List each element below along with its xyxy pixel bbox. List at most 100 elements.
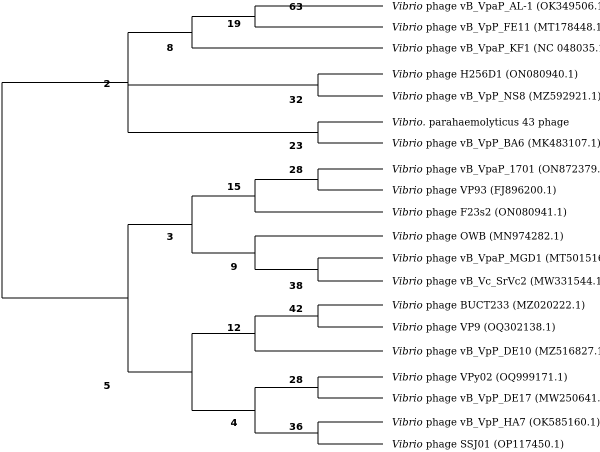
leaf-label: Vibrio phage BUCT233 (MZ020222.1) (392, 301, 585, 312)
leaf-genus: Vibrio (392, 254, 423, 265)
leaf-name: phage vB_VpaP_MGD1 (423, 254, 542, 265)
leaf-accession: (OQ999171.1) (492, 373, 567, 384)
leaf-name: phage vB_VpaP_AL-1 (423, 2, 533, 13)
leaf-accession: (OP117450.1) (490, 440, 564, 451)
leaf-accession: (MZ516827.1) (532, 347, 600, 358)
leaf-accession: (MN974282.1) (486, 232, 564, 243)
leaf-label: Vibrio phage H256D1 (ON080940.1) (392, 70, 578, 81)
leaf-genus: Vibrio (392, 347, 423, 358)
leaf-name: phage vB_VpP_DE17 (423, 394, 532, 405)
leaf-genus: Vibrio (392, 323, 423, 334)
bootstrap-value: 3 (167, 232, 174, 243)
leaf-label: Vibrio phage vB_VpP_FE11 (MT178448.1) (392, 23, 600, 34)
leaf-genus: Vibrio (392, 301, 423, 312)
leaf-accession: (MZ020222.1) (509, 301, 585, 312)
bootstrap-value: 42 (289, 304, 303, 315)
leaf-label: Vibrio phage vB_VpP_NS8 (MZ592921.1) (392, 92, 600, 103)
tree-branches (1, 5, 383, 445)
leaf-genus: Vibrio (392, 23, 423, 34)
leaf-name: phage VP93 (423, 186, 487, 197)
leaf-name: phage vB_VpP_HA7 (423, 418, 526, 429)
leaf-accession: (MT501516.1) (542, 254, 600, 265)
leaf-genus: Vibrio. (392, 118, 426, 129)
leaf-genus: Vibrio (392, 70, 423, 81)
leaf-name: phage vB_Vc_SrVc2 (423, 277, 527, 288)
leaf-genus: Vibrio (392, 373, 423, 384)
bootstrap-value: 15 (227, 182, 241, 193)
leaf-name: phage vB_VpaP_1701 (423, 165, 535, 176)
bootstrap-labels: 63 19 8 32 2 23 28 15 3 9 38 42 12 5 28 4 36 (104, 2, 303, 433)
leaf-genus: Vibrio (392, 232, 423, 243)
leaf-labels: Vibrio phage vB_VpaP_AL-1 (OK349506.1)Vi… (392, 2, 600, 451)
leaf-genus: Vibrio (392, 165, 423, 176)
leaf-accession: (ON080941.1) (491, 208, 567, 219)
leaf-accession: (MZ592921.1) (525, 92, 600, 103)
leaf-name: phage VP9 (423, 323, 481, 334)
leaf-label: Vibrio phage SSJ01 (OP117450.1) (392, 440, 564, 451)
leaf-name: phage vB_VpP_NS8 (423, 92, 526, 103)
leaf-genus: Vibrio (392, 92, 423, 103)
leaf-label: Vibrio phage vB_VpP_DE10 (MZ516827.1) (392, 347, 600, 358)
leaf-name: phage H256D1 (423, 70, 503, 81)
leaf-name: phage vB_VpP_FE11 (423, 23, 531, 34)
leaf-label: Vibrio phage OWB (MN974282.1) (392, 232, 564, 243)
leaf-accession: (OQ302138.1) (480, 323, 555, 334)
leaf-accession: (NC 048035.1) (530, 44, 600, 55)
bootstrap-value: 4 (231, 418, 238, 429)
leaf-name: phage BUCT233 (423, 301, 510, 312)
bootstrap-value: 9 (231, 262, 238, 273)
bootstrap-value: 38 (289, 281, 303, 292)
leaf-genus: Vibrio (392, 440, 423, 451)
bootstrap-value: 36 (289, 422, 303, 433)
leaf-label: Vibrio phage vB_VpP_HA7 (OK585160.1) (392, 418, 600, 429)
leaf-accession: (OK349506.1) (533, 2, 600, 13)
leaf-label: Vibrio phage vB_VpaP_MGD1 (MT501516.1) (392, 254, 600, 265)
leaf-name: phage vB_VpP_BA6 (423, 139, 525, 150)
bootstrap-value: 28 (289, 375, 303, 386)
leaf-label: Vibrio. parahaemolyticus 43 phage (392, 118, 569, 129)
bootstrap-value: 2 (104, 79, 111, 90)
bootstrap-value: 23 (289, 141, 303, 152)
leaf-name: phage vB_VpP_DE10 (423, 347, 532, 358)
leaf-genus: Vibrio (392, 418, 423, 429)
leaf-label: Vibrio phage vB_Vc_SrVc2 (MW331544.1) (392, 277, 600, 288)
leaf-genus: Vibrio (392, 44, 423, 55)
leaf-accession: (MW331544.1) (527, 277, 600, 288)
leaf-accession: (ON872379.1) (535, 165, 600, 176)
bootstrap-value: 63 (289, 2, 303, 13)
leaf-label: Vibrio phage VPy02 (OQ999171.1) (392, 373, 568, 384)
leaf-accession: (FJ896200.1) (487, 186, 557, 197)
leaf-label: Vibrio phage vB_VpaP_KF1 (NC 048035.1) (392, 44, 600, 55)
leaf-accession: (MW250641.1) (532, 394, 600, 405)
leaf-genus: Vibrio (392, 186, 423, 197)
bootstrap-value: 5 (104, 381, 111, 392)
bootstrap-value: 28 (289, 165, 303, 176)
leaf-accession: (ON080940.1) (502, 70, 578, 81)
leaf-genus: Vibrio (392, 394, 423, 405)
leaf-accession: (MK483107.1) (524, 139, 600, 150)
leaf-genus: Vibrio (392, 139, 423, 150)
leaf-name: phage F23s2 (423, 208, 492, 219)
leaf-genus: Vibrio (392, 277, 423, 288)
leaf-genus: Vibrio (392, 2, 423, 13)
leaf-label: Vibrio phage vB_VpaP_AL-1 (OK349506.1) (392, 2, 600, 13)
leaf-label: Vibrio phage vB_VpP_DE17 (MW250641.1) (392, 394, 600, 405)
leaf-label: Vibrio phage VP9 (OQ302138.1) (392, 323, 556, 334)
bootstrap-value: 32 (289, 95, 303, 106)
leaf-label: Vibrio phage vB_VpaP_1701 (ON872379.1) (392, 165, 600, 176)
leaf-name: phage SSJ01 (423, 440, 491, 451)
leaf-genus: Vibrio (392, 208, 423, 219)
leaf-name: phage OWB (423, 232, 486, 243)
leaf-name: parahaemolyticus 43 phage (426, 118, 570, 129)
leaf-accession: (OK585160.1) (526, 418, 600, 429)
bootstrap-value: 19 (227, 19, 241, 30)
leaf-label: Vibrio phage vB_VpP_BA6 (MK483107.1) (392, 139, 600, 150)
bootstrap-value: 8 (167, 43, 174, 54)
leaf-label: Vibrio phage VP93 (FJ896200.1) (392, 186, 557, 197)
leaf-name: phage VPy02 (423, 373, 493, 384)
leaf-accession: (MT178448.1) (530, 23, 600, 34)
bootstrap-value: 12 (227, 323, 241, 334)
leaf-name: phage vB_VpaP_KF1 (423, 44, 531, 55)
leaf-label: Vibrio phage F23s2 (ON080941.1) (392, 208, 567, 219)
